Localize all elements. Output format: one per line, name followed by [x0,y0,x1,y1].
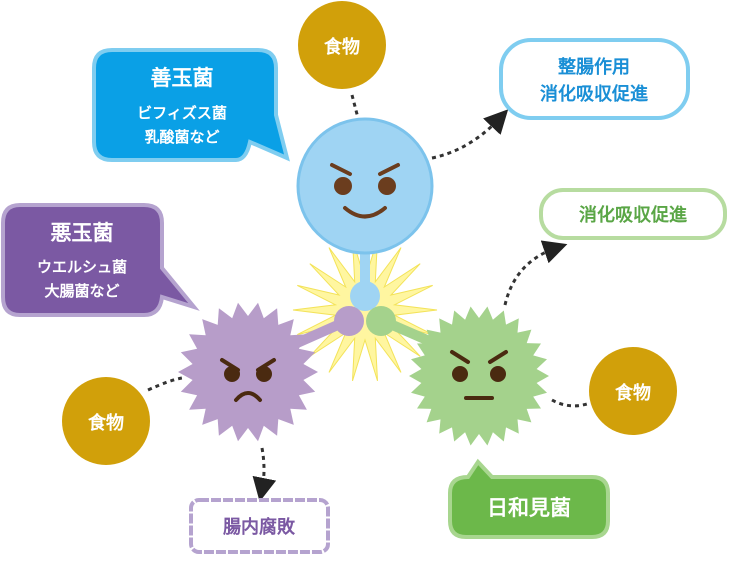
good-bacteria-example: ビフィズス菌 [137,104,227,122]
opportunistic-bacteria-character [409,306,549,446]
good-bacteria-character [296,117,434,255]
bad-bacteria-character [178,302,318,442]
bad-bacteria-example: ウエルシュ菌 [37,258,127,276]
connectors [147,94,591,502]
bad-effect-text: 腸内腐敗 [223,516,296,538]
food-label: 食物 [323,36,360,58]
good-effect-text: 消化吸収促進 [540,83,648,105]
connector-food-right [551,398,591,408]
opportunistic-effect-text: 消化吸収促進 [579,204,687,226]
bad-bacteria-title: 悪玉菌 [51,221,114,245]
good-bacteria-title: 善玉菌 [151,66,214,90]
good-bacteria-bubble: 善玉菌 ビフィズス菌 乳酸菌など [92,48,290,162]
arrow-opportunistic-effect [503,240,568,306]
connector-food-top [350,94,360,119]
good-effect-text: 整腸作用 [557,56,630,78]
bad-effect-box: 腸内腐敗 [189,498,330,554]
food-left: 食物 [62,377,150,465]
opportunistic-bacteria-title: 日和見菌 [487,496,571,520]
food-label: 食物 [87,412,124,434]
food-right: 食物 [589,347,677,435]
opportunistic-effect-box: 消化吸収促進 [539,188,727,240]
food-label: 食物 [614,382,651,404]
arrow-good-effect [431,109,509,160]
food-top: 食物 [298,1,386,89]
bad-bacteria-bubble: 悪玉菌 ウエルシュ菌 大腸菌など [0,203,200,317]
connector-food-left [147,376,183,392]
bad-bacteria-example: 大腸菌など [44,282,119,300]
good-bacteria-example: 乳酸菌など [144,128,219,146]
opportunistic-bacteria-bubble: 日和見菌 [448,458,610,539]
arrow-bad-effect [252,447,277,502]
good-effect-box: 整腸作用 消化吸収促進 [499,38,690,120]
